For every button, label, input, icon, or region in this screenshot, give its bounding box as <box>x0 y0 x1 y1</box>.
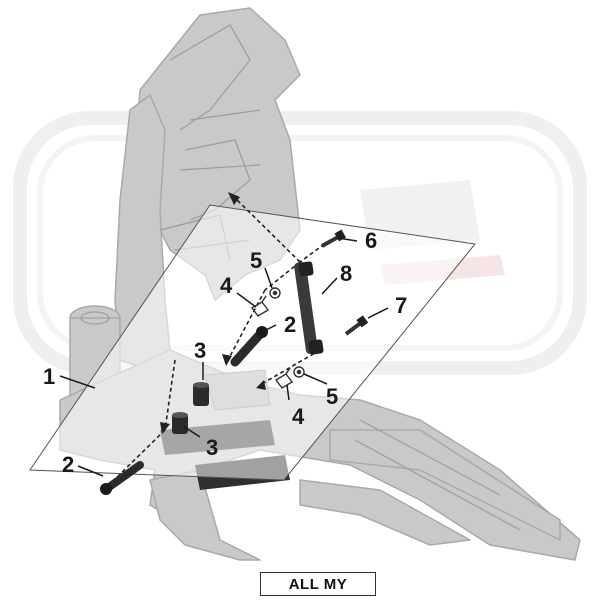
part-3-nut-lower <box>172 412 188 434</box>
part-7-screw <box>344 315 369 336</box>
callout-3-upper: 3 <box>194 338 206 363</box>
part-2-bolt-lower <box>100 461 144 495</box>
part-8-damper-rod <box>294 261 324 355</box>
model-year-label: ALL MY <box>260 572 376 596</box>
part-5-washer-upper <box>269 287 281 299</box>
callout-4-lower: 4 <box>292 404 305 429</box>
guide-arrowheads <box>160 192 266 434</box>
part-4-clip-lower <box>274 367 294 389</box>
part-3-nut-upper <box>193 382 209 406</box>
callout-5-lower: 5 <box>326 384 338 409</box>
callout-5-upper: 5 <box>250 248 262 273</box>
callout-4-upper: 4 <box>220 273 233 298</box>
callout-leaders <box>59 237 389 477</box>
callout-2-lower: 2 <box>62 452 74 477</box>
callout-2-upper: 2 <box>284 312 296 337</box>
callout-3-lower: 3 <box>206 435 218 460</box>
part-5-washer-lower <box>293 366 305 378</box>
callout-1: 1 <box>43 364 55 389</box>
callout-6: 6 <box>365 228 377 253</box>
callout-7: 7 <box>395 293 407 318</box>
callout-8: 8 <box>340 261 352 286</box>
part-4-clip-upper <box>250 295 270 317</box>
